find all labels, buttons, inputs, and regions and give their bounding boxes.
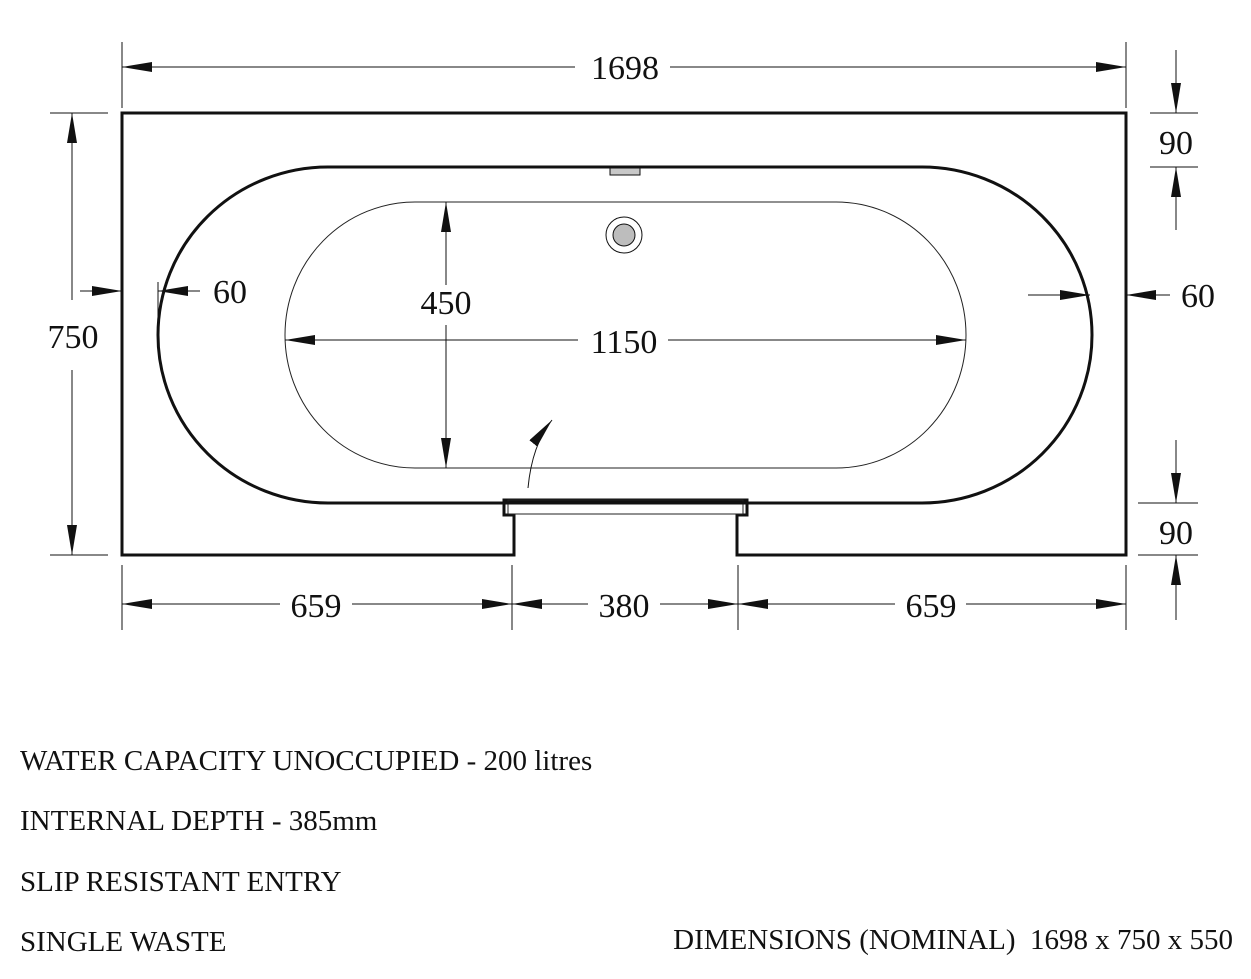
dim-bottom-left: 659 (291, 588, 342, 625)
spec-single-waste: SINGLE WASTE (20, 926, 227, 958)
dim-deck-bottom: 90 (1159, 515, 1193, 552)
spec-internal-depth: INTERNAL DEPTH - 385mm (20, 805, 378, 837)
entry-arrow (527, 419, 553, 489)
dim-inner-length: 1150 (591, 324, 658, 361)
spec-dimensions-nominal: DIMENSIONS (NOMINAL) 1698 x 750 x 550 (673, 924, 1233, 956)
entry-step (507, 499, 744, 515)
dim-rim-left: 60 (213, 274, 247, 311)
waste-inner-icon (612, 223, 636, 247)
spec-water-capacity: WATER CAPACITY UNOCCUPIED - 200 litres (20, 745, 593, 777)
rim-outline (156, 165, 1094, 505)
dim-bottom-center: 380 (599, 588, 650, 625)
dim-deck-top: 90 (1159, 125, 1193, 162)
dim-overall-length: 1698 (591, 50, 659, 87)
dim-inner-width: 450 (421, 285, 472, 322)
bath-outline (120, 111, 1128, 557)
overflow-icon (609, 167, 641, 176)
dim-overall-width: 750 (48, 319, 99, 356)
basin-outline (284, 201, 967, 469)
dim-bottom-right: 659 (906, 588, 957, 625)
dim-rim-right: 60 (1181, 278, 1215, 315)
spec-slip-resistant: SLIP RESISTANT ENTRY (20, 866, 342, 898)
